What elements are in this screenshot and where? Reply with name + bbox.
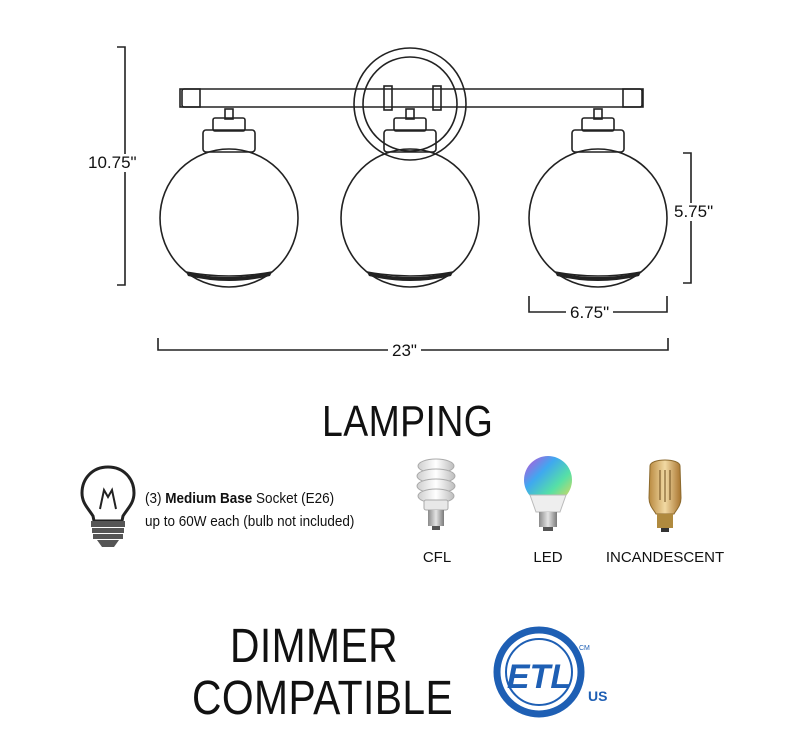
bulb-label-led: LED (533, 549, 563, 566)
dimmer-title-line1: DIMMER (230, 620, 399, 673)
socket-base-type: Medium Base (165, 490, 253, 507)
socket-spec: (3) Medium Base Socket (E26) (145, 489, 334, 509)
socket-count: (3) (145, 490, 162, 507)
shade-height-dimension-label: 5.75" (670, 203, 718, 221)
socket-type: Socket (E26) (256, 490, 335, 507)
total-width-dimension-label: 23" (388, 342, 421, 360)
bulb-label-incandescent: INCANDESCENT (605, 549, 725, 566)
bulb-label-cfl: CFL (422, 549, 452, 566)
height-dimension-label: 10.75" (84, 154, 141, 172)
wattage-spec: up to 60W each (bulb not included) (145, 513, 355, 530)
lamping-title: LAMPING (322, 397, 494, 446)
dimmer-title-line2: COMPATIBLE (192, 672, 454, 725)
shade-width-dimension-label: 6.75" (566, 304, 614, 322)
